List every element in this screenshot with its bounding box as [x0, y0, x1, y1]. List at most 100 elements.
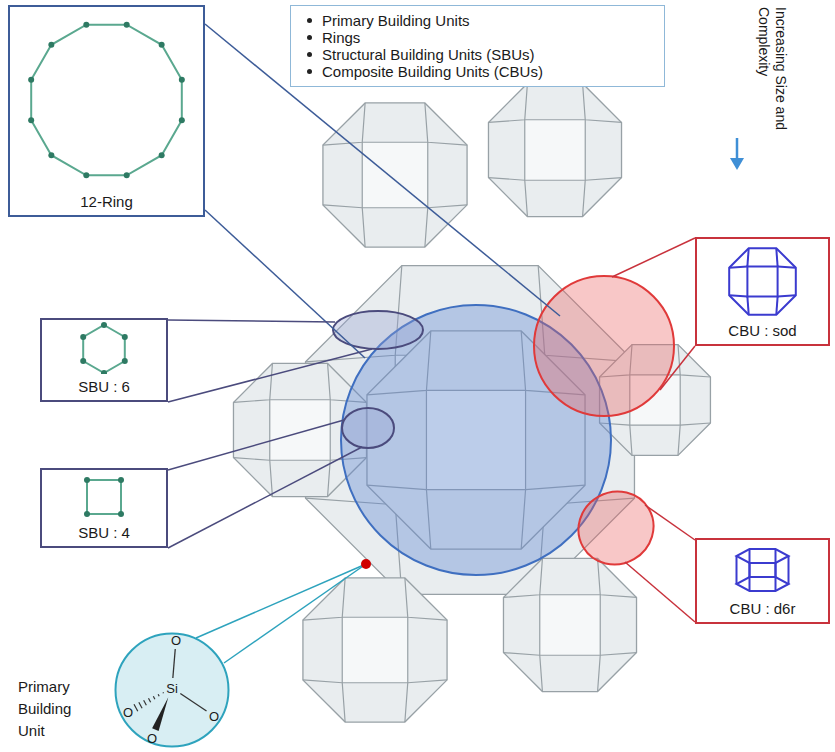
bullet-dot: [307, 52, 312, 57]
hashed-bond: [158, 694, 159, 696]
bond: [180, 694, 206, 711]
ring-box: 12-Ring: [8, 5, 205, 217]
ring-atom: [101, 370, 107, 374]
ring-atom: [83, 172, 89, 178]
sodalite-cage: [323, 103, 467, 247]
unit-label: SBU : 6: [78, 378, 130, 395]
leader-line: [645, 505, 695, 540]
sbu-box: SBU : 4: [40, 468, 168, 548]
bullet-row: Rings: [305, 29, 650, 46]
leader-line: [196, 564, 366, 638]
ring-atom: [118, 477, 124, 483]
unit-label: CBU : sod: [728, 322, 796, 339]
arrow-head: [730, 158, 744, 170]
ring-atom: [80, 358, 86, 364]
d6r-highlight: [565, 478, 667, 578]
hashed-bond: [153, 696, 155, 699]
leader-line: [168, 320, 335, 322]
hierarchy-item: Structural Building Units (SBUs): [322, 46, 535, 63]
atom-marker: [361, 559, 371, 569]
sodalite-cage: [503, 558, 636, 691]
unit-caption: Primary Building Unit: [18, 676, 96, 742]
cage-edge: [747, 248, 748, 266]
leader-line: [205, 210, 365, 358]
ring-atom: [28, 77, 34, 83]
cbu-box: CBU : sod: [695, 237, 830, 346]
framework: [233, 83, 710, 722]
cage-edge: [729, 295, 747, 296]
sbu-box: SBU : 6: [40, 318, 168, 402]
ring-atom: [179, 77, 185, 83]
ring-atom: [48, 42, 54, 48]
hashed-bond: [162, 692, 164, 694]
wedge-bond: [152, 697, 168, 731]
leader-line: [205, 24, 560, 316]
ring4-highlight: [342, 408, 394, 448]
hierarchy-item: Rings: [322, 29, 360, 46]
ring-atom: [124, 172, 130, 178]
primary-unit-circle: OOSiOO: [114, 632, 230, 748]
size-arrow: [730, 138, 744, 170]
unit-picture: [42, 320, 166, 374]
prism-edge: [749, 549, 751, 577]
hashed-bond: [144, 700, 147, 705]
leader-line: [168, 447, 362, 548]
hierarchy-item: Primary Building Units: [322, 12, 470, 29]
leader-line: [168, 349, 372, 402]
cage-edge: [776, 297, 777, 315]
cage-edge: [778, 266, 796, 267]
prism-edge: [788, 556, 790, 584]
ring-atom: [124, 22, 130, 28]
bond: [173, 649, 175, 678]
ring-atom: [28, 117, 34, 123]
hashed-bond: [148, 698, 150, 702]
oxygen-atom: O: [209, 709, 219, 724]
unit-picture: [697, 239, 828, 318]
bullet-dot: [307, 35, 312, 40]
sod-highlight: [534, 276, 674, 416]
bullet-dot: [307, 18, 312, 23]
unit-picture: [697, 540, 828, 596]
ring-atom: [179, 117, 185, 123]
ring-atom: [48, 152, 54, 158]
ring-atom: [159, 42, 165, 48]
ring-atom: [122, 334, 128, 340]
ring-atom: [101, 322, 107, 328]
ring-atom: [118, 511, 124, 517]
bullet-row: Structural Building Units (SBUs): [305, 46, 650, 63]
prism-face: [737, 577, 789, 591]
cage-outline: [729, 248, 796, 315]
cage-edge: [729, 266, 747, 267]
hierarchy-item: Composite Building Units (CBUs): [322, 63, 543, 80]
unit-label: 12-Ring: [80, 193, 133, 210]
cage-face: [747, 266, 777, 296]
sodalite-cage: [488, 83, 621, 216]
unit-picture: [42, 470, 166, 520]
silicon-atom: Si: [166, 681, 178, 696]
unit-picture: [10, 7, 203, 189]
unit-circle: [116, 634, 229, 747]
arrow-shaft: [736, 138, 739, 160]
prism-edge: [736, 556, 738, 584]
oxygen-atom: O: [147, 731, 157, 746]
leader-line: [224, 564, 366, 663]
ring-atom: [122, 358, 128, 364]
ring-atom: [159, 152, 165, 158]
ring-outline: [83, 325, 125, 373]
hashed-bond: [134, 704, 138, 711]
ring-atom: [84, 511, 90, 517]
cbu-box: CBU : d6r: [695, 538, 830, 624]
cage-edge: [778, 295, 796, 296]
prism-edge: [775, 549, 777, 577]
ring-outline: [87, 480, 121, 514]
ring-outline: [31, 25, 182, 176]
ring-atom: [83, 22, 89, 28]
cage-edge: [747, 297, 748, 315]
oxygen-atom: O: [171, 633, 181, 648]
ring6-highlight: [333, 311, 423, 349]
bullet-row: Composite Building Units (CBUs): [305, 63, 650, 80]
hashed-bond: [139, 702, 142, 708]
oxygen-atom: O: [123, 705, 133, 720]
prism-face: [737, 549, 789, 563]
